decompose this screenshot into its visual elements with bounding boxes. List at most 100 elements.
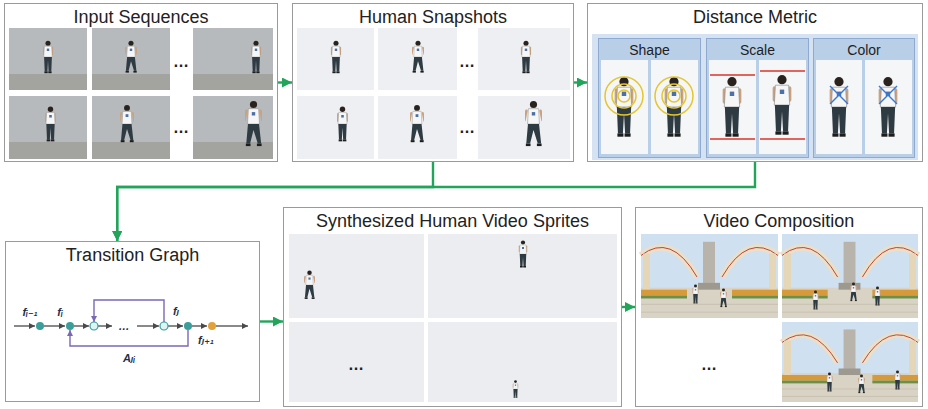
walking-person [45, 107, 56, 142]
frame-dot [66, 322, 74, 330]
snapshot-ground [378, 96, 457, 159]
metric-image [759, 60, 806, 154]
stage-box: Synthesized Human Video Sprites [283, 207, 622, 407]
ellipsis: … [701, 357, 717, 373]
wall [193, 96, 273, 159]
metric-panel-fill [598, 38, 701, 158]
metric-person [723, 77, 742, 137]
frame-dot [160, 322, 168, 330]
metric-image [709, 60, 756, 154]
wall [9, 96, 87, 159]
stage-box: Transition Graph [5, 241, 260, 402]
plaza-photo [782, 322, 918, 402]
stage-box: Input Sequences [4, 3, 278, 162]
sprite-person [519, 240, 528, 267]
walking-person [251, 41, 261, 74]
metric-panel: Scale [706, 38, 809, 158]
ellipsis: … [118, 320, 131, 333]
cross-line [879, 86, 897, 104]
input-photos [9, 28, 273, 159]
transition-graph [14, 300, 248, 346]
plaza-person [849, 282, 858, 301]
person-snapshot [523, 101, 544, 146]
metric-panels [592, 34, 918, 160]
stage-box: Distance MetricShapeScaleColor [587, 3, 923, 162]
person-snapshot [411, 41, 426, 73]
plaza-person [813, 290, 819, 309]
snapshot-ground [297, 96, 374, 159]
frame-label: fᵢ [56, 306, 64, 319]
shape-context-rings [605, 77, 693, 115]
ground [9, 74, 87, 90]
frame-dot [36, 322, 44, 330]
ground [193, 74, 273, 90]
metric-image [816, 60, 862, 154]
ring [662, 84, 686, 108]
ring [618, 90, 630, 102]
metric-panel: Shape [598, 38, 701, 158]
metric-person [879, 77, 898, 137]
frame-step [168, 325, 183, 326]
plaza-person [719, 288, 728, 307]
snapshot-ground [297, 28, 374, 90]
ground [92, 142, 170, 159]
box-heading: Input Sequences [5, 4, 277, 28]
metric-band [592, 34, 918, 160]
stage-box: Video Composition [635, 207, 923, 407]
sprite-cell [289, 322, 424, 402]
scale-line [760, 70, 805, 72]
flow-arrow [574, 81, 587, 83]
metric-panel-fill [706, 38, 809, 158]
ellipsis: … [173, 54, 189, 70]
flow-arrow [117, 162, 755, 241]
flow-arrow [278, 81, 292, 83]
frame-step [192, 325, 207, 326]
sprite-cell [428, 234, 617, 318]
frame-label: fⱼ [172, 305, 180, 318]
ring [668, 90, 680, 102]
walking-person [43, 41, 53, 74]
plaza-photo [641, 234, 778, 318]
ellipsis: … [348, 357, 364, 373]
sprite-cell [289, 234, 424, 318]
ground [9, 142, 87, 159]
frame-step [14, 325, 35, 326]
metric-person [773, 75, 792, 135]
box-heading: Synthesized Human Video Sprites [284, 208, 621, 232]
wall [9, 28, 87, 90]
cross-line [830, 86, 848, 104]
walking-person [243, 101, 264, 146]
sprite-cell [428, 322, 617, 402]
box-heading: Transition Graph [6, 242, 259, 266]
flow-arrow [260, 320, 283, 322]
composition-photos [641, 234, 918, 402]
stage-box: Human Snapshots [292, 3, 574, 162]
box-heading: Distance Metric [588, 4, 922, 28]
sprite-person [303, 270, 316, 299]
scale-line [710, 138, 755, 140]
snapshot-ground [378, 28, 457, 90]
walking-person [118, 105, 135, 142]
ground [92, 74, 170, 90]
person-snapshot [337, 107, 348, 142]
ring [655, 77, 693, 115]
snapshot-ground [478, 28, 570, 90]
plaza-person [693, 284, 699, 303]
snapshot-images [297, 28, 570, 159]
plaza-person [875, 286, 881, 305]
box-heading: Video Composition [636, 208, 922, 232]
person-snapshot [331, 41, 341, 74]
plaza-person [827, 372, 833, 391]
frame-dot [184, 322, 192, 330]
sprite-cells [289, 234, 617, 402]
frame-label: fᵢ₋₁ [21, 306, 38, 319]
scale-lines [710, 71, 805, 139]
frame-step [137, 325, 159, 326]
frame-label: fⱼ₊₁ [197, 334, 215, 347]
frame-step [98, 325, 112, 326]
wall [92, 28, 170, 90]
box-heading: Shape [599, 39, 700, 59]
cross-line [879, 86, 897, 104]
cross-line [830, 86, 848, 104]
